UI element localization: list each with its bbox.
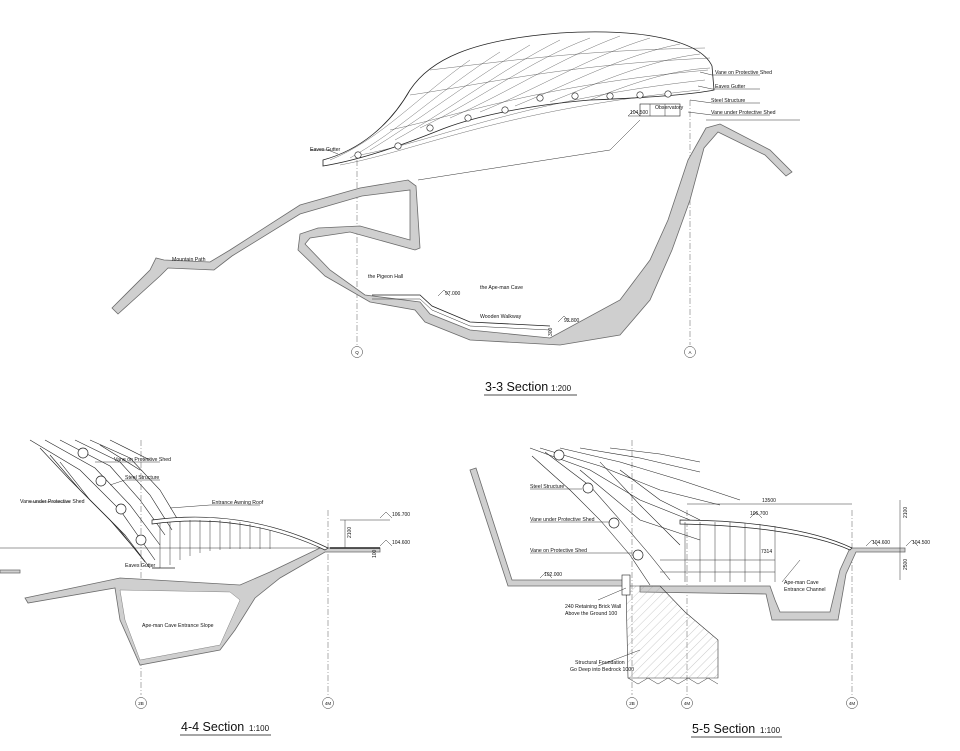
steel-nodes-4-4	[77, 447, 147, 546]
axis-bubble-4m-5b	[846, 697, 858, 709]
axis-label-q: Q	[355, 350, 359, 355]
label-eaves-gutter-right: Eaves Gutter	[715, 84, 746, 90]
label-vane-under-shed: Vane under Protective Shed	[711, 110, 776, 116]
elevation-top-4-4: 106.700	[392, 512, 410, 518]
elevation-low: 92.800	[564, 318, 580, 324]
label-retaining-wall-2: Above the Ground 100	[565, 611, 617, 617]
label-vane-on-shed: Vane on Protective Shed	[715, 70, 772, 76]
dim-span: 13500	[762, 498, 776, 504]
label-entrance-slope: Ape-man Cave Entrance Slope	[142, 623, 214, 629]
axis-bubble-a	[684, 346, 696, 358]
axis-label-4m-5b: 4M	[849, 701, 856, 706]
steel-nodes-5-5	[553, 449, 644, 561]
label-foundation-1: Structural Foundation	[575, 660, 625, 666]
leader-lines-4-4	[30, 461, 260, 569]
terrain-mountain-left	[111, 123, 793, 346]
scale-section-3-3: 1:200	[551, 384, 572, 393]
wooden-walkway	[372, 294, 551, 327]
axis-label-4m-5a: 4M	[684, 701, 691, 706]
axis-bubble-2b	[135, 697, 147, 709]
label-entrance-channel-2: Entrance Channel	[784, 587, 826, 593]
axis-label-4m: 4M	[325, 701, 332, 706]
elevation-top-5-5: 106.700	[750, 511, 768, 517]
axis-label-2b-5: 2B	[629, 701, 635, 706]
title-section-3-3: 3-3 Section	[485, 380, 548, 394]
structural-foundation	[625, 585, 719, 679]
section-3-3: Q A	[111, 31, 800, 396]
entrance-channel-cut	[639, 547, 906, 621]
label-steel-structure: Steel Structure	[711, 98, 745, 104]
ground-4-4	[0, 569, 21, 574]
scale-section-5-5: 1:100	[760, 726, 781, 735]
elevation-marker	[437, 289, 451, 297]
slope-void	[119, 589, 241, 661]
elevation-ground-4-4: 104.600	[392, 540, 410, 546]
label-pigeon-hall: the Pigeon Hall	[368, 274, 403, 280]
label-vane-on-5-5: Vane on Protective Shed	[530, 548, 587, 554]
title-section-4-4: 4-4 Section	[181, 720, 244, 734]
elevation-marker	[865, 539, 879, 547]
roof-vane-pattern	[329, 35, 711, 166]
elevation-ground-mid-5-5: 104.600	[872, 540, 890, 546]
awning-posts	[159, 520, 271, 568]
section-4-4: 2B 4M	[0, 439, 410, 736]
label-mountain-path: Mountain Path	[172, 257, 206, 263]
elevation-mid: 97.000	[445, 291, 461, 297]
dim-h1-5-5: 2100	[903, 507, 909, 518]
label-apeman-cave: the Ape-man Cave	[480, 285, 523, 291]
steel-structure-nodes	[354, 90, 672, 159]
elevation-marker	[905, 539, 919, 547]
roof-support-line	[417, 119, 641, 181]
elevation-top: 104.500	[630, 110, 648, 116]
elevation-ground-right-5-5: 104.500	[912, 540, 930, 546]
leader-lines-5-5	[530, 488, 801, 667]
label-awning-roof: Entrance Awning Roof	[212, 500, 264, 506]
elevation-marker	[557, 315, 571, 323]
label-wooden-walkway: Wooden Walkway	[480, 314, 522, 320]
dim-height-4-4: 2100	[347, 527, 353, 538]
title-section-5-5: 5-5 Section	[692, 722, 755, 736]
entrance-frame-5-5	[660, 522, 776, 582]
entrance-roof-5-5	[679, 519, 853, 551]
label-vane-under-4-4: Vane under Protective Shed	[20, 499, 85, 505]
axis-label-2b: 2B	[138, 701, 144, 706]
protective-shed-roof	[322, 31, 715, 167]
label-foundation-2: Go Deep into Bedrock 1000	[570, 667, 634, 673]
scale-section-4-4: 1:100	[249, 724, 270, 733]
label-retaining-wall-1: 240 Retaining Brick Wall	[565, 604, 621, 610]
elevation-marker	[539, 571, 553, 579]
dimension-step: 300	[548, 327, 554, 336]
elevation-marker	[749, 511, 763, 519]
label-entrance-channel-1: Ape-man Cave	[784, 580, 819, 586]
axis-bubble-4m	[322, 697, 334, 709]
elevation-marker	[379, 539, 393, 547]
label-steel-structure-5-5: Steel Structure	[530, 484, 564, 490]
dim-inner: 7314	[761, 549, 772, 555]
label-steel-structure-4-4: Steel Structure	[125, 475, 159, 481]
label-eaves-gutter-4-4: Eaves Gutter	[125, 563, 156, 569]
label-eaves-gutter-left: Eaves Gutter	[310, 147, 341, 153]
axis-bubble-4m-5a	[681, 697, 693, 709]
retaining-brick-wall	[621, 574, 631, 596]
elevation-marker	[379, 511, 393, 519]
label-vane-on-shed-4-4: Vane on Protective Shed	[114, 457, 171, 463]
bedrock-break-line	[627, 677, 719, 685]
elevation-ground-left-5-5: 102.000	[544, 572, 562, 578]
label-observatory: Observatory	[655, 105, 684, 111]
wooden-walkway-lower	[372, 298, 551, 331]
axis-bubble-q	[351, 346, 363, 358]
axis-bubble-2b-5	[626, 697, 638, 709]
elevation-marker	[627, 109, 641, 117]
label-vane-under-5-5: Vane under Protective Shed	[530, 517, 595, 523]
section-5-5: 2B 4M 4M	[469, 440, 930, 738]
axis-label-a: A	[688, 350, 691, 355]
leader-lines-3-3	[310, 71, 770, 155]
dim-small-4-4: 100	[372, 549, 378, 558]
dim-h2-5-5: 2500	[903, 559, 909, 570]
